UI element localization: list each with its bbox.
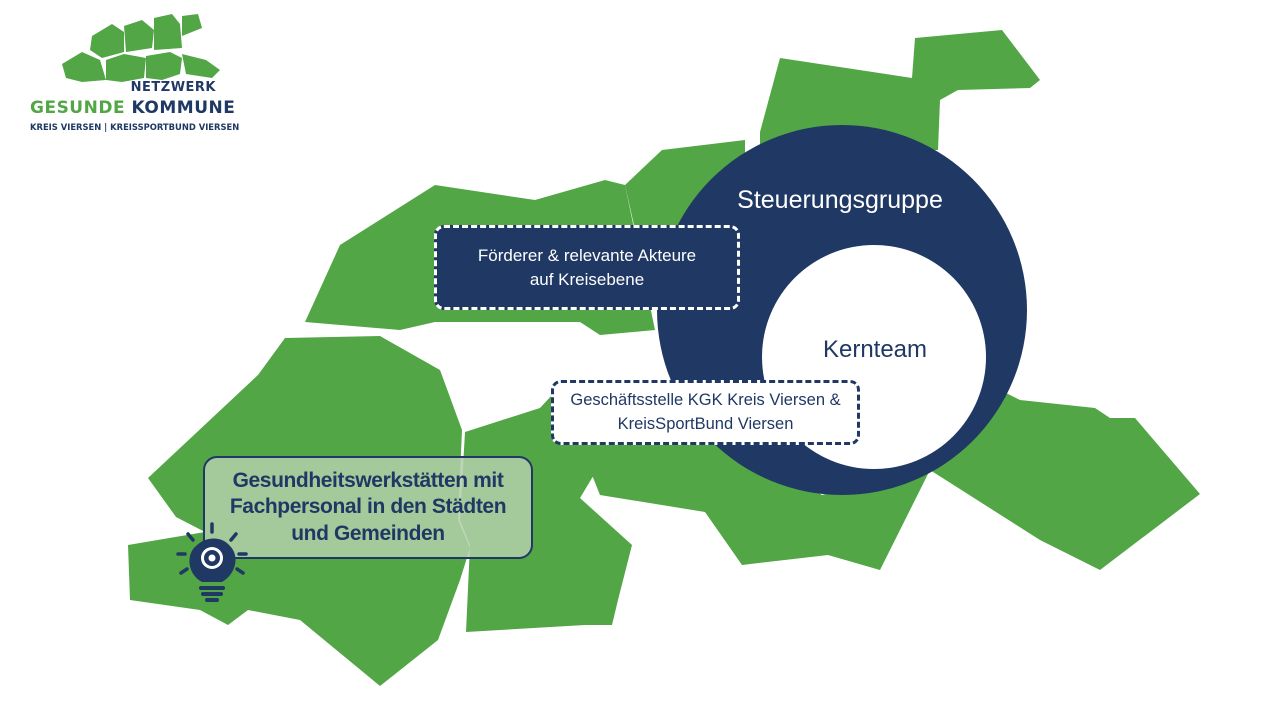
foerderer-text: Förderer & relevante Akteure auf Kreiseb… bbox=[478, 244, 696, 292]
werkstaetten-line1: Gesundheitswerkstätten mit bbox=[232, 469, 504, 493]
geschaeftsstelle-line2: KreisSportBund Viersen bbox=[617, 414, 794, 433]
logo-netzwerk: NETZWERK bbox=[130, 80, 216, 95]
map-region-center-south-east bbox=[590, 420, 930, 570]
werkstaetten-text: Gesundheitswerkstätten mit Fachpersonal … bbox=[229, 468, 507, 547]
map-region-northeast bbox=[760, 30, 1040, 150]
logo-title: GESUNDE KOMMUNE bbox=[30, 98, 235, 118]
map-region-center-south bbox=[460, 395, 632, 632]
logo-title-gesunde: GESUNDE bbox=[30, 98, 126, 118]
foerderer-line1: Förderer & relevante Akteure bbox=[477, 245, 697, 265]
geschaeftsstelle-text: Geschäftsstelle KGK Kreis Viersen & Krei… bbox=[570, 389, 840, 435]
geschaeftsstelle-line1: Geschäftsstelle KGK Kreis Viersen & bbox=[570, 391, 841, 410]
foerderer-line2: auf Kreisebene bbox=[529, 269, 645, 289]
kernteam-label: Kernteam bbox=[822, 336, 928, 363]
foerderer-box: Förderer & relevante Akteure auf Kreiseb… bbox=[434, 225, 740, 310]
district-map-icon bbox=[62, 14, 220, 82]
logo-title-kommune: KOMMUNE bbox=[131, 98, 236, 118]
logo: NETZWERK GESUNDE KOMMUNE KREIS VIERSEN |… bbox=[30, 12, 239, 142]
map-region-east bbox=[930, 380, 1200, 570]
geschaeftsstelle-box: Geschäftsstelle KGK Kreis Viersen & Krei… bbox=[551, 380, 860, 445]
werkstaetten-line3: und Gemeinden bbox=[291, 521, 445, 545]
werkstaetten-box: Gesundheitswerkstätten mit Fachpersonal … bbox=[203, 456, 533, 559]
steuerungsgruppe-label: Steuerungsgruppe bbox=[737, 185, 943, 214]
lightbulb-gear-icon bbox=[176, 522, 248, 602]
werkstaetten-line2: Fachpersonal in den Städten bbox=[229, 495, 507, 519]
logo-subtitle: KREIS VIERSEN | KREISSPORTBUND VIERSEN bbox=[30, 122, 240, 132]
